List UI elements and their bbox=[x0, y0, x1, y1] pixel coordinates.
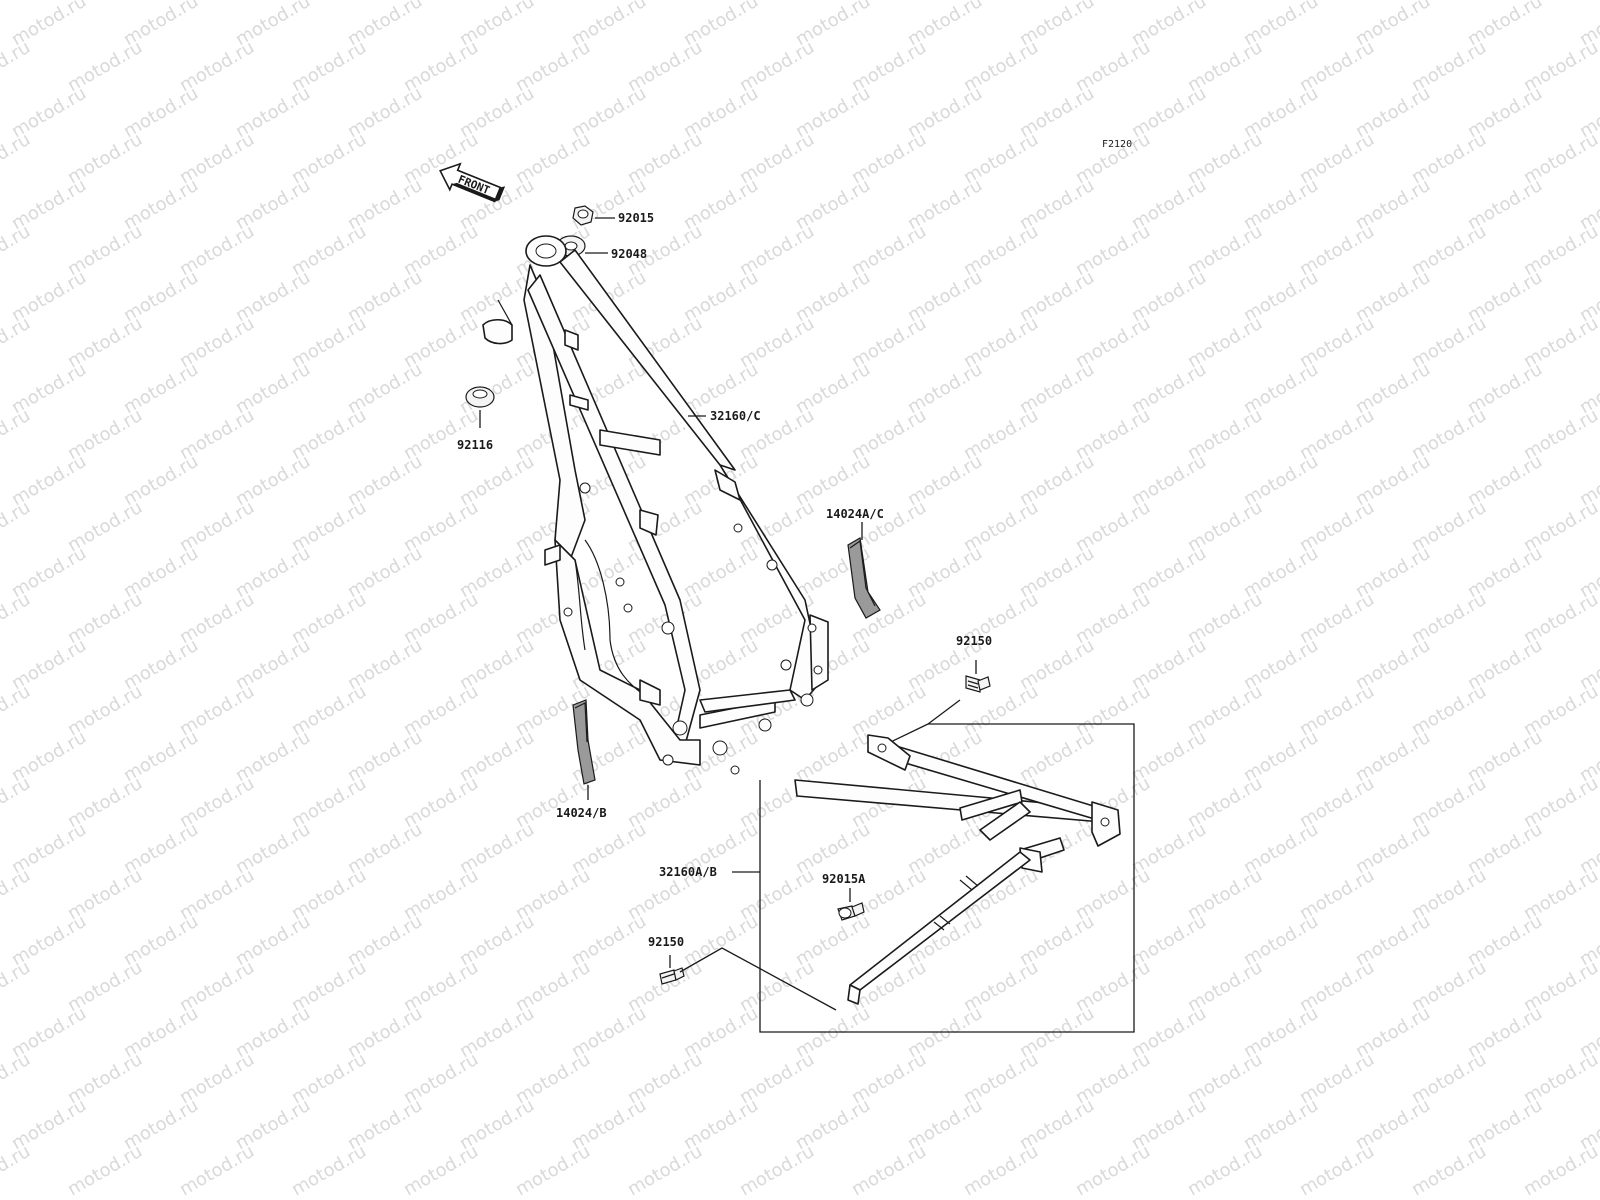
label-92015a: 92015A bbox=[822, 872, 866, 886]
label-14024ac: 14024A/C bbox=[826, 507, 884, 521]
label-32160ab: 32160A/B bbox=[659, 865, 717, 879]
label-92150-bottom: 92150 bbox=[648, 935, 684, 949]
main-frame-32160c bbox=[482, 235, 829, 775]
frame-guard-pad-14024b bbox=[572, 699, 596, 800]
front-arrow-icon: FRONT bbox=[439, 162, 506, 203]
subframe-32160ab bbox=[732, 734, 1121, 1005]
bolt-92150-top-icon bbox=[965, 660, 991, 693]
label-14024b: 14024/B bbox=[556, 806, 607, 820]
diagram-code: F2120 bbox=[1102, 139, 1132, 150]
nut-92015-icon bbox=[572, 205, 615, 226]
label-92116: 92116 bbox=[457, 438, 493, 452]
label-92150-top: 92150 bbox=[956, 634, 992, 648]
label-92048: 92048 bbox=[611, 247, 647, 261]
subframe-group-box bbox=[759, 699, 1135, 1033]
bolt-92150-bottom-icon bbox=[659, 947, 837, 1011]
bolt-92015a-icon bbox=[837, 888, 865, 921]
label-32160c: 32160/C bbox=[710, 409, 761, 423]
frame-guard-pad-14024ac bbox=[847, 522, 881, 619]
grommet-92116-icon bbox=[465, 386, 495, 428]
label-92015: 92015 bbox=[618, 211, 654, 225]
